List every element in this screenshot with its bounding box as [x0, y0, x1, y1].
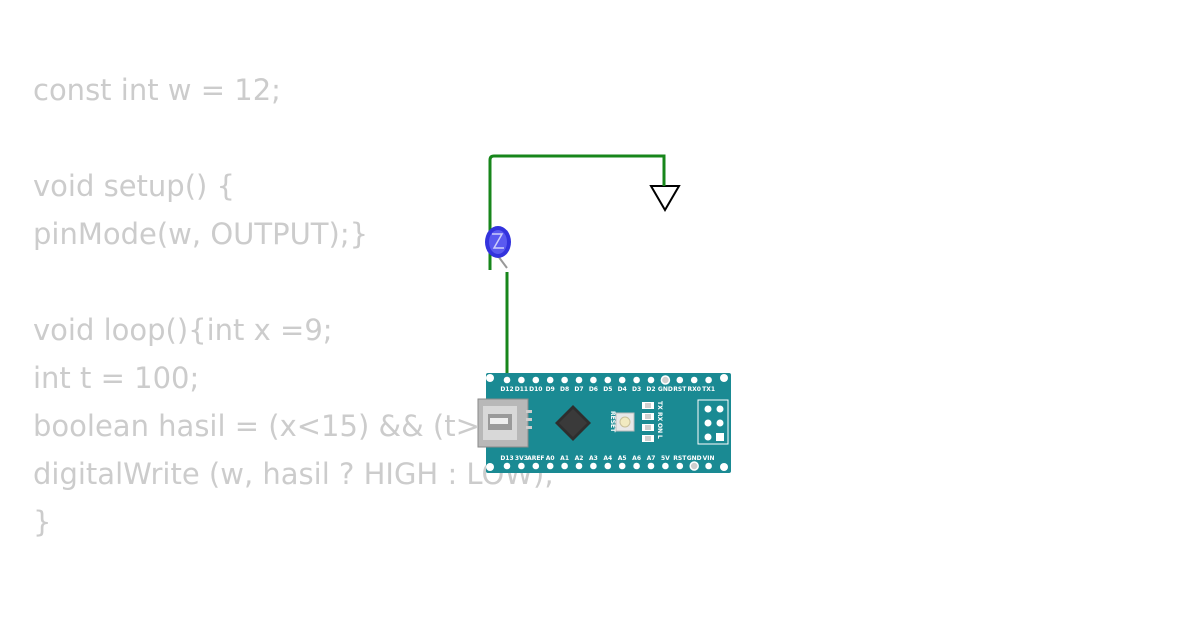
pin-hole-d7[interactable]: [575, 376, 583, 384]
microcontroller-chip-icon: [555, 405, 591, 441]
pin-label-rst: RST: [673, 386, 687, 393]
pin-hole-a1[interactable]: [561, 462, 568, 470]
pin-label-d6: D6: [589, 386, 598, 393]
led-label-rx: RX: [656, 412, 663, 422]
led-icon[interactable]: [485, 226, 511, 269]
pin-label-d8: D8: [560, 386, 569, 393]
pin-label-a4: A4: [603, 455, 612, 462]
code-line: pinMode(w, OUTPUT);}: [33, 217, 369, 251]
reset-label: RESET: [609, 411, 616, 433]
code-line: int t = 100;: [33, 361, 200, 395]
pin-hole-aref[interactable]: [532, 462, 540, 470]
pin-hole-a5[interactable]: [618, 462, 626, 470]
pin-label-a0: A0: [546, 455, 555, 462]
pin-label-a3: A3: [589, 455, 598, 462]
code-listing: const int w = 12; void setup() { pinMode…: [33, 66, 554, 546]
pin-hole-5v[interactable]: [662, 462, 669, 470]
pin-hole-d2[interactable]: [647, 376, 655, 384]
pin-label-d3: D3: [632, 386, 641, 393]
icsp-header: [697, 399, 729, 445]
status-leds: [642, 402, 654, 442]
pin-label-vin: VIN: [703, 455, 715, 462]
pin-hole-d6[interactable]: [590, 376, 597, 384]
pin-label-a5: A5: [618, 455, 627, 462]
pin-hole-a6[interactable]: [633, 462, 640, 470]
pin-hole-d11[interactable]: [518, 376, 525, 384]
pin-hole-a4[interactable]: [604, 462, 612, 470]
pin-hole-d9[interactable]: [546, 376, 554, 384]
pin-label-d7: D7: [574, 386, 583, 393]
pin-label-d2: D2: [646, 386, 655, 393]
pin-hole-d3[interactable]: [633, 376, 640, 384]
mount-hole: [486, 463, 494, 471]
pin-hole-d5[interactable]: [604, 376, 612, 384]
wire-led-to-ground[interactable]: [488, 154, 666, 270]
pin-hole-d8[interactable]: [561, 376, 568, 384]
pin-hole-d4[interactable]: [618, 376, 626, 384]
ground-symbol-icon: [649, 185, 681, 212]
pin-hole-d12[interactable]: [503, 376, 511, 384]
code-line: const int w = 12;: [33, 73, 281, 107]
code-line: void setup() {: [33, 169, 235, 203]
pin-hole-rx0[interactable]: [690, 376, 698, 384]
pin-hole-rst[interactable]: [676, 462, 684, 470]
led-label-on: ON: [656, 423, 663, 433]
pin-label-5v: 5V: [661, 455, 670, 462]
pin-label-rst: RST: [673, 455, 687, 462]
pin-hole-a2[interactable]: [575, 462, 583, 470]
pin-label-d9: D9: [546, 386, 555, 393]
pin-label-d12: D12: [500, 386, 513, 393]
reset-button-icon[interactable]: [615, 412, 635, 432]
pin-label-d5: D5: [603, 386, 612, 393]
pin-hole-a0[interactable]: [546, 462, 554, 470]
pin-hole-a7[interactable]: [647, 462, 655, 470]
pin-hole-3v3[interactable]: [518, 462, 525, 470]
pin-label-3v3: 3V3: [515, 455, 528, 462]
pin-label-a2: A2: [575, 455, 584, 462]
led-label-l: L: [656, 435, 663, 439]
pin-label-tx1: TX1: [702, 386, 715, 393]
pin-label-d13: D13: [500, 455, 513, 462]
mount-hole: [720, 463, 728, 471]
code-line: }: [33, 505, 52, 539]
pin-hole-vin[interactable]: [705, 462, 712, 470]
pin-hole-d10[interactable]: [532, 376, 540, 384]
pin-label-d11: D11: [515, 386, 528, 393]
pin-hole-tx1[interactable]: [705, 376, 712, 384]
code-line: void loop(){int x =9;: [33, 313, 333, 347]
pin-label-gnd: GND: [658, 386, 673, 393]
pin-hole-a3[interactable]: [590, 462, 597, 470]
pin-hole-rst[interactable]: [676, 376, 684, 384]
pin-label-a7: A7: [647, 455, 656, 462]
led-label-tx: TX: [656, 401, 663, 410]
pin-label-rx0: RX0: [687, 386, 700, 393]
mount-hole: [486, 374, 494, 382]
mount-hole: [720, 374, 728, 382]
pin-hole-gnd[interactable]: [660, 375, 671, 385]
pin-hole-gnd[interactable]: [689, 461, 699, 471]
pin-label-d10: D10: [529, 386, 542, 393]
pin-hole-d13[interactable]: [503, 462, 511, 470]
pin-label-aref: AREF: [527, 455, 544, 462]
pin-label-a1: A1: [560, 455, 569, 462]
code-line: digitalWrite (w, hasil ? HIGH : LOW);: [33, 457, 555, 491]
pin-label-gnd: GND: [687, 455, 702, 462]
usb-connector-icon: [477, 398, 532, 448]
pin-label-d4: D4: [618, 386, 627, 393]
pin-label-a6: A6: [632, 455, 641, 462]
